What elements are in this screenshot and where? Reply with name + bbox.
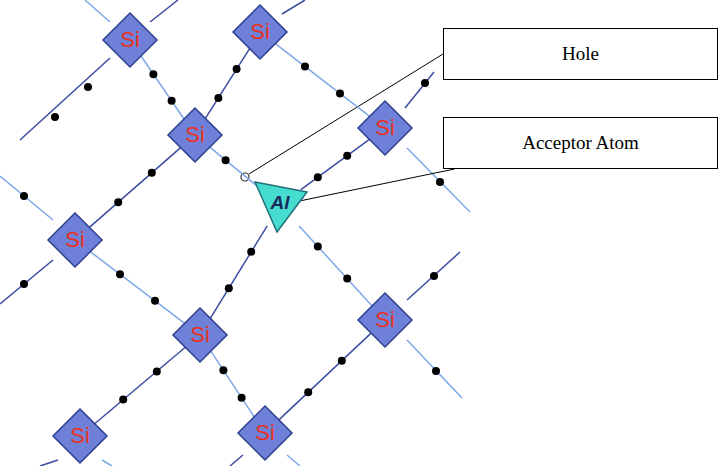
silicon-atom: Si xyxy=(356,291,414,349)
bond-line xyxy=(141,56,184,119)
bond-line xyxy=(301,139,370,189)
electron-dot xyxy=(51,113,59,121)
bond-line xyxy=(210,226,267,318)
lattice-line xyxy=(150,0,178,22)
electron-dot xyxy=(116,270,124,278)
silicon-atom: Si xyxy=(51,407,109,465)
lattice-line xyxy=(20,58,110,140)
element-symbol: Si xyxy=(65,229,85,251)
electron-dot xyxy=(222,156,230,164)
lattice-line xyxy=(407,252,460,300)
element-symbol: Si xyxy=(250,21,270,43)
electron-dot xyxy=(343,152,351,160)
silicon-atom: Si xyxy=(231,3,289,61)
bond-line xyxy=(89,148,180,228)
electron-dot xyxy=(119,396,127,404)
lattice-line xyxy=(230,455,243,466)
lattice-line xyxy=(282,0,305,14)
lattice-line xyxy=(102,460,112,466)
silicon-atom: Si xyxy=(356,99,414,157)
callout-label: Hole xyxy=(562,43,599,65)
element-symbol: Al xyxy=(271,193,290,212)
electron-dot xyxy=(343,275,351,283)
bond-line xyxy=(90,252,184,324)
electron-dot xyxy=(238,394,246,402)
electron-dot xyxy=(247,248,255,256)
electron-dot xyxy=(84,83,92,91)
electron-dot xyxy=(304,388,312,396)
electron-dot xyxy=(314,242,322,250)
lattice-line xyxy=(405,72,434,108)
electron-dot xyxy=(114,198,122,206)
electron-dot xyxy=(20,280,28,288)
silicon-atom: Si xyxy=(46,211,104,269)
electron-dot xyxy=(338,357,346,365)
lattice-line xyxy=(0,176,53,220)
electron-dot xyxy=(301,63,309,71)
electron-dot xyxy=(153,367,161,375)
element-symbol: Si xyxy=(190,324,210,346)
electron-dot xyxy=(214,94,222,102)
lattice-line xyxy=(407,340,462,398)
electron-dot xyxy=(219,366,227,374)
bond-line xyxy=(95,347,186,423)
leader-line xyxy=(249,54,443,174)
electron-dot xyxy=(20,192,28,200)
element-symbol: Si xyxy=(120,29,140,51)
element-symbol: Si xyxy=(185,124,205,146)
silicon-atom: Si xyxy=(236,404,294,462)
silicon-atom: Si xyxy=(166,106,224,164)
bond-line xyxy=(210,147,259,188)
lattice-line xyxy=(85,0,110,22)
electron-dot xyxy=(149,70,157,78)
electron-dot xyxy=(436,178,444,186)
element-symbol: Si xyxy=(375,117,395,139)
element-symbol: Si xyxy=(375,309,395,331)
electron-dot xyxy=(168,97,176,105)
electron-dot xyxy=(314,173,322,181)
lattice-line xyxy=(40,460,58,466)
element-symbol: Si xyxy=(255,422,275,444)
silicon-atom: Si xyxy=(171,306,229,364)
bond-line xyxy=(279,333,371,420)
silicon-atom: Si xyxy=(101,11,159,69)
leader-line xyxy=(301,169,455,201)
electron-dot xyxy=(151,297,159,305)
electron-dot xyxy=(233,65,241,73)
electron-dot xyxy=(225,284,233,292)
callout-box: Acceptor Atom xyxy=(443,117,718,169)
bond-line xyxy=(275,44,369,117)
bond-line xyxy=(211,351,254,417)
electron-dot xyxy=(430,272,438,280)
electron-dot xyxy=(148,169,156,177)
bond-line xyxy=(205,49,249,119)
lattice-line xyxy=(0,260,53,304)
callout-box: Hole xyxy=(443,28,718,80)
acceptor-atom: Al xyxy=(251,176,309,234)
callout-label: Acceptor Atom xyxy=(522,132,639,154)
electron-dot xyxy=(432,367,440,375)
bond-line xyxy=(299,226,372,306)
electron-dot xyxy=(336,89,344,97)
lattice-line xyxy=(287,455,300,466)
element-symbol: Si xyxy=(70,425,90,447)
electron-dot xyxy=(421,79,429,87)
